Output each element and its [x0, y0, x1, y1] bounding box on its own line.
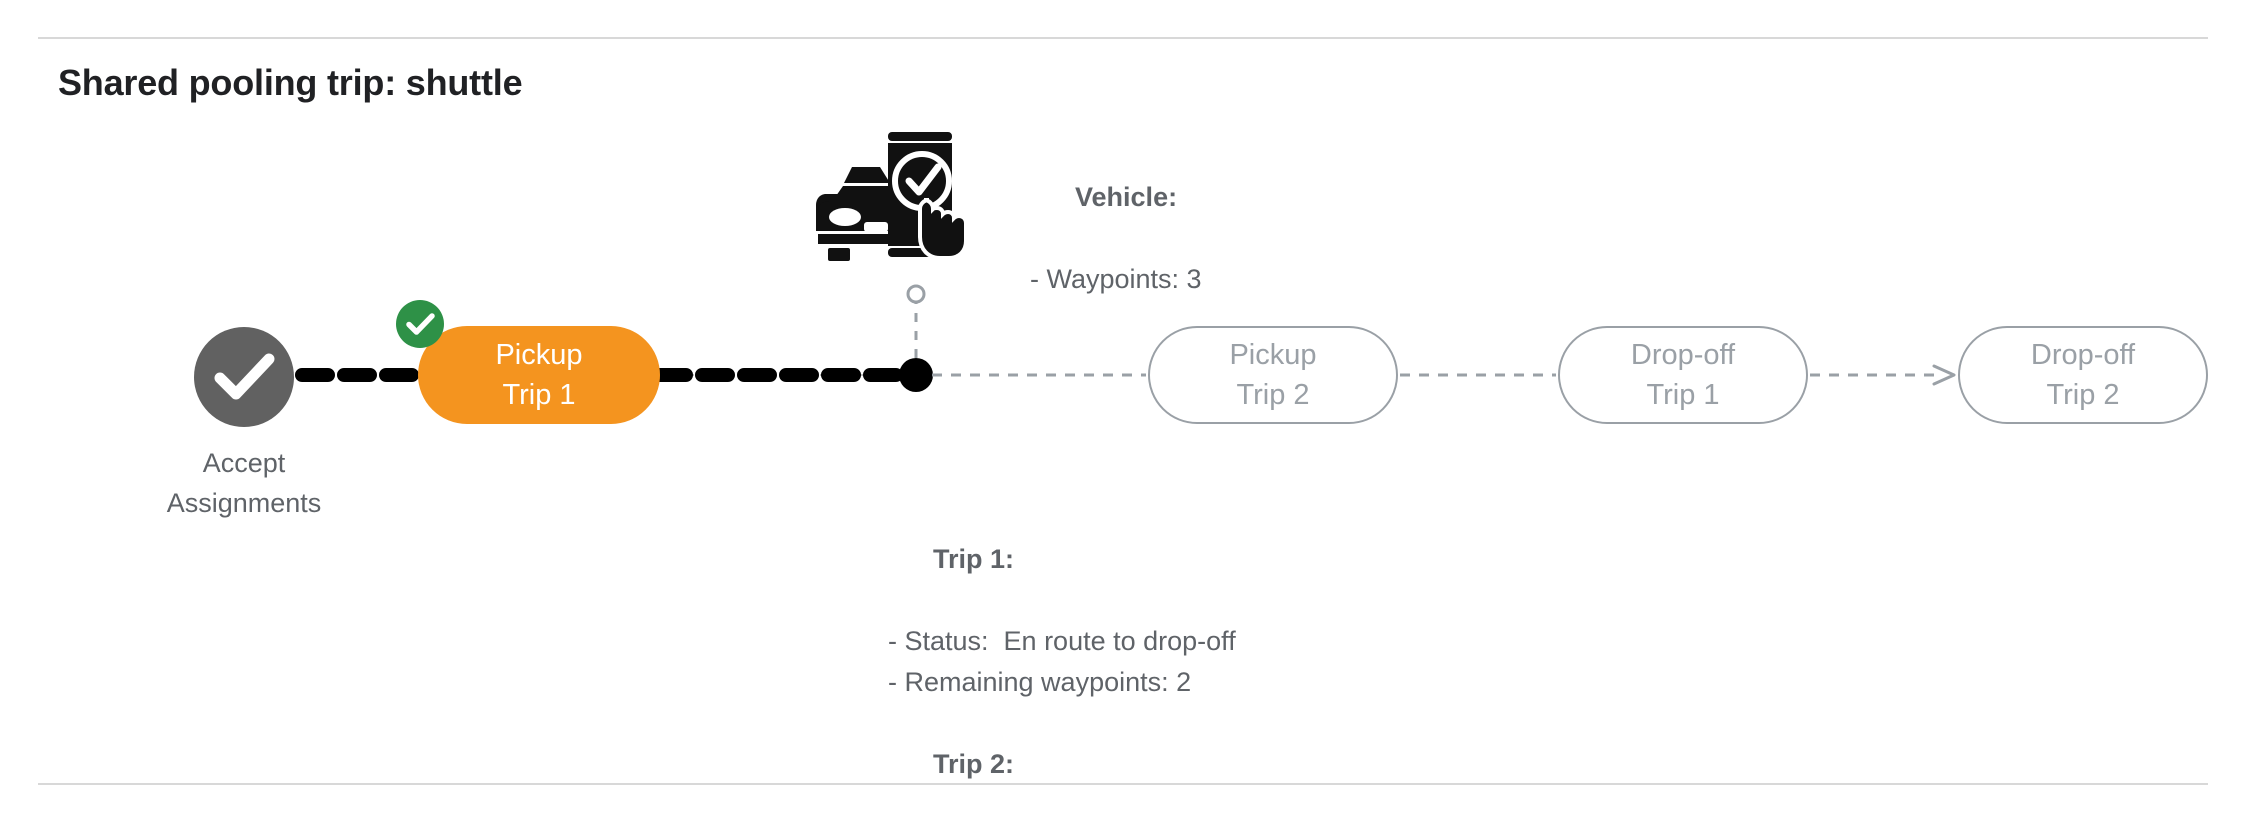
node-pickup-trip-1-line2: Trip 1 [502, 379, 576, 411]
node-dropoff-trip-1-line1: Drop-off [1630, 339, 1736, 371]
trip-info-block: Trip 1: - Status: En route to drop-off -… [888, 498, 1236, 825]
divider-top [38, 37, 2208, 39]
vehicle-heading-text: Vehicle: [1075, 182, 1178, 212]
page-title: Shared pooling trip: shuttle [58, 62, 523, 103]
vehicle-waypoints-line: - Waypoints: 3 [1030, 264, 1202, 294]
vehicle-info-block: Vehicle: - Waypoints: 3 [1030, 136, 1202, 300]
vehicle-info-heading: Vehicle: [1030, 136, 1202, 259]
node-pickup-trip-2[interactable]: Pickup Trip 2 [1148, 326, 1398, 424]
accept-assignments-label: Accept Assignments [166, 448, 322, 518]
node-pickup-trip-2-line1: Pickup [1229, 339, 1317, 371]
node-dropoff-trip-1[interactable]: Drop-off Trip 1 [1558, 326, 1808, 424]
node-pickup-trip-1-line1: Pickup [495, 339, 583, 371]
trip-2-heading: Trip 2: [888, 703, 1236, 825]
node-dropoff-trip-1-line2: Trip 1 [1646, 379, 1720, 411]
node-dropoff-trip-2[interactable]: Drop-off Trip 2 [1958, 326, 2208, 424]
node-dropoff-trip-2-line2: Trip 2 [2046, 379, 2120, 411]
node-dropoff-trip-2-line1: Drop-off [2030, 339, 2136, 371]
trip-1-status-line: - Status: En route to drop-off [888, 626, 1236, 656]
node-accept-assignments[interactable] [194, 327, 294, 427]
check-circle-icon [214, 353, 275, 400]
check-badge-icon [396, 300, 444, 348]
trip-2-heading-text: Trip 2: [933, 749, 1015, 779]
pending-path-arrowhead [1932, 364, 1956, 386]
vehicle-connector-node [906, 284, 926, 304]
car-phone-check-icon [816, 132, 968, 261]
node-pickup-trip-2-line2: Trip 2 [1236, 379, 1310, 411]
divider-bottom [38, 783, 2208, 785]
trip-1-heading-text: Trip 1: [933, 544, 1015, 574]
trip-1-heading: Trip 1: [888, 498, 1236, 621]
node-pickup-trip-1[interactable]: Pickup Trip 1 [418, 326, 660, 424]
current-position-dot [899, 358, 933, 392]
trip-1-waypoints-line: - Remaining waypoints: 2 [888, 667, 1192, 697]
